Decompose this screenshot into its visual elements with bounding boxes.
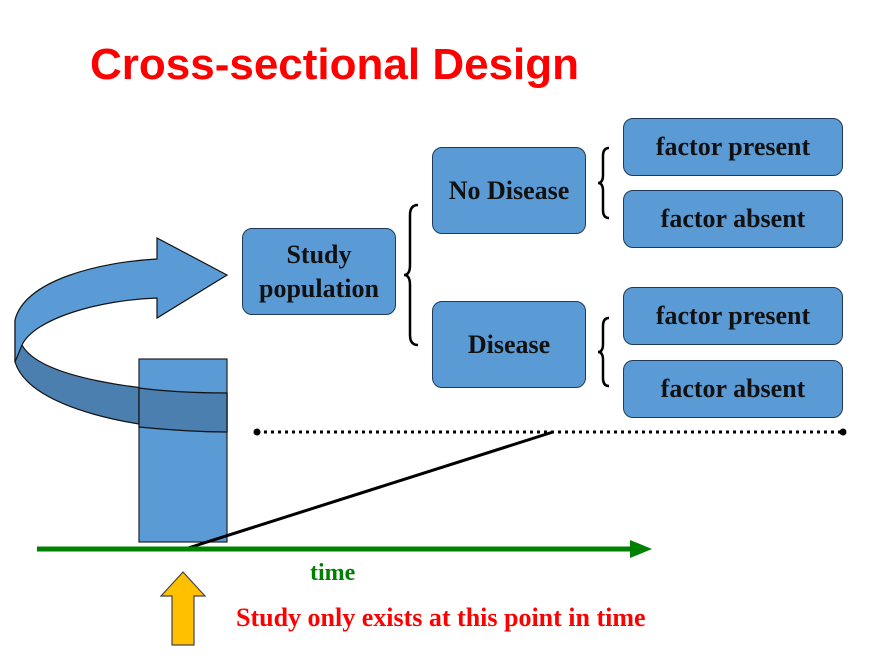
curved-arrow-back-band-front <box>138 387 228 433</box>
study-period-bar <box>138 358 228 543</box>
disease-box: Disease <box>432 301 586 388</box>
factor-present-box-1: factor present <box>623 118 843 176</box>
diagonal-line <box>184 430 554 551</box>
brace-top <box>597 146 610 220</box>
slide-title: Cross-sectional Design <box>90 40 580 89</box>
brace-bottom <box>597 316 610 388</box>
curved-arrow-icon <box>14 237 229 363</box>
no-disease-box: No Disease <box>432 147 586 234</box>
time-label: time <box>310 560 356 586</box>
brace-large <box>403 203 419 347</box>
time-arrowhead-icon <box>630 540 652 558</box>
factor-present-box-2: factor present <box>623 287 843 345</box>
study-population-box: Study population <box>242 228 396 315</box>
study-point-note: Study only exists at this point in time <box>236 603 646 632</box>
dot-right <box>839 428 847 436</box>
factor-absent-box-2: factor absent <box>623 360 843 418</box>
factor-absent-box-1: factor absent <box>623 190 843 248</box>
up-arrow-pointer-icon <box>159 571 207 646</box>
dot-left <box>253 428 261 436</box>
